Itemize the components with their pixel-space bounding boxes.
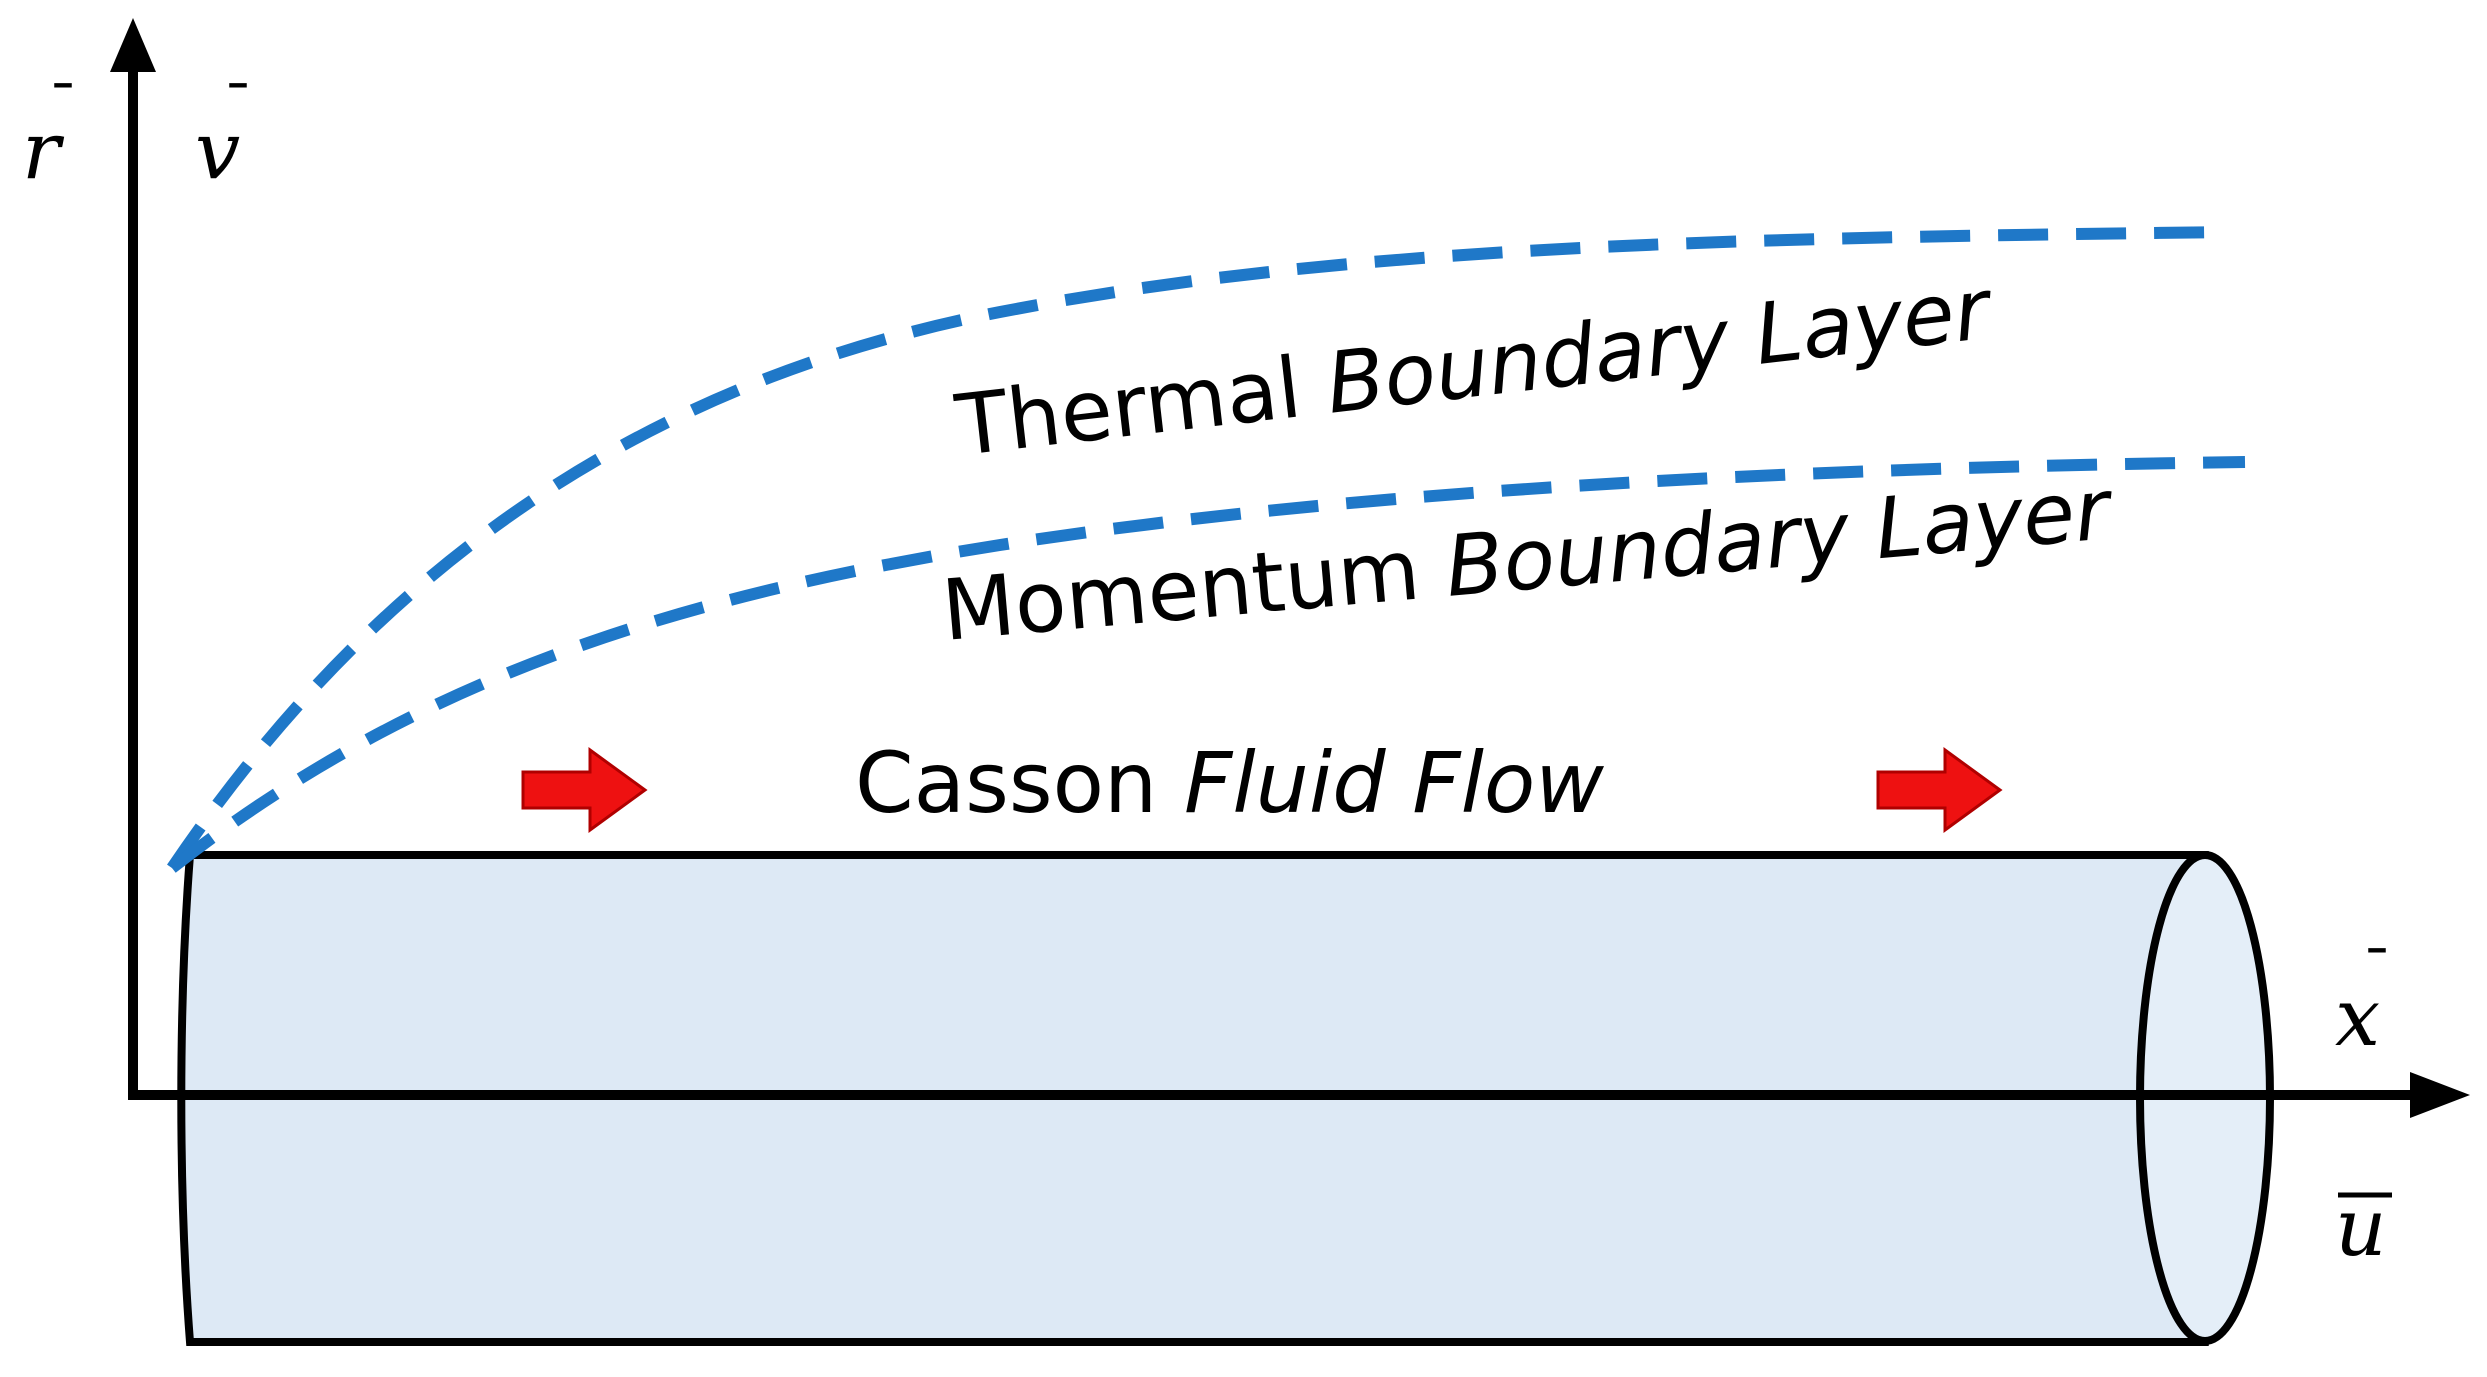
axis-label-x: x ¯ [2335,938,2392,1064]
axis-label-r: r ¯ [22,73,78,197]
momentum-boundary-layer-curve [168,456,2246,873]
svg-text:x: x [2335,971,2380,1064]
svg-text:¯: ¯ [223,73,253,143]
right-arrow-icon [521,747,648,833]
svg-text:¯: ¯ [48,73,78,143]
horizontal-axis-arrowhead [2410,1072,2470,1118]
svg-text:v: v [195,104,240,197]
right-arrow-icon [1876,747,2003,833]
axis-label-u: u [2335,1181,2392,1274]
svg-text:¯: ¯ [2362,938,2392,1008]
thermal-boundary-layer-curve [167,226,2231,872]
axis-label-v: v ¯ [195,73,253,197]
svg-text:r: r [22,104,65,197]
boundary-layers [167,226,2246,873]
casson-fluid-flow-label: Casson Fluid Flow [855,734,1604,832]
axes [110,18,2470,1118]
vertical-axis-arrowhead [110,18,156,72]
